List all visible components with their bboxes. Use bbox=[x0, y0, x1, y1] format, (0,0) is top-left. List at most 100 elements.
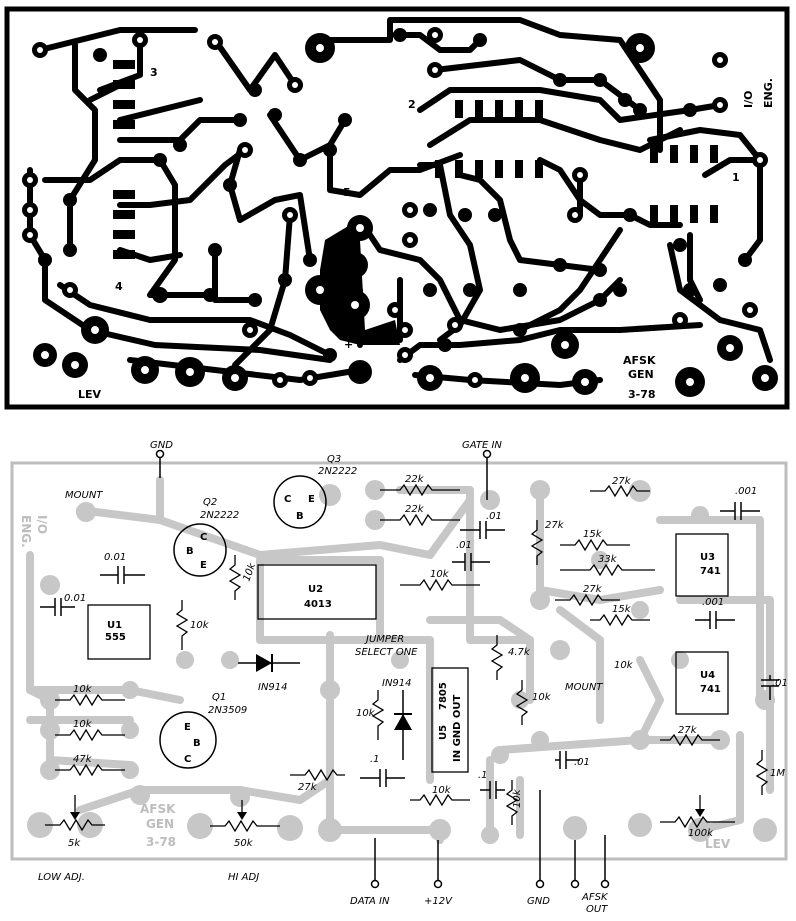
u3-part: 741 bbox=[700, 566, 721, 577]
u2-part: 4013 bbox=[304, 599, 332, 610]
resistor-label-20: 27k bbox=[678, 725, 698, 736]
pot-50k-label: 50k bbox=[234, 838, 254, 849]
resistor-label-2: 22k bbox=[405, 504, 425, 515]
cap-label-1: 0.01 bbox=[104, 552, 126, 563]
ghost-lev-text: LEV bbox=[705, 837, 731, 851]
q2-part: 2N2222 bbox=[200, 510, 239, 521]
ic-u3: U3 741 bbox=[675, 533, 729, 597]
foil-pin-label-3: 3 bbox=[150, 66, 158, 79]
u5-part: 7805 bbox=[438, 682, 449, 710]
transistor-q2: Q2 2N2222 C B E bbox=[173, 497, 239, 577]
pot-5k-label: 5k bbox=[68, 838, 81, 849]
foil-io-label: I/O bbox=[742, 91, 755, 108]
q3-part: 2N2222 bbox=[318, 466, 357, 477]
pot-100k: 100k bbox=[660, 795, 735, 839]
resistor-label-22: 10k bbox=[432, 785, 452, 796]
afsk-out-label-line1: AFSK bbox=[581, 892, 609, 903]
diode-1-label: IN914 bbox=[258, 682, 288, 693]
ghost-eng-text: ENG. bbox=[19, 515, 33, 548]
resistor-label-12: 10k bbox=[190, 620, 210, 631]
diode-2: IN914 bbox=[382, 678, 412, 760]
capacitor-symbols bbox=[40, 502, 779, 799]
resistor-label-4: 27k bbox=[545, 520, 565, 531]
resistor-label-19: 10k bbox=[614, 660, 634, 671]
foil-ground-fill bbox=[320, 225, 400, 345]
resistor-label-6: 33k bbox=[598, 554, 618, 565]
q2-pin-e: E bbox=[200, 560, 207, 571]
u4-part: 741 bbox=[700, 684, 721, 695]
cap-label-9: .1 bbox=[478, 770, 488, 781]
cap-label-10: .01 bbox=[574, 757, 590, 768]
gnd-top-terminal-label: GND bbox=[150, 440, 173, 451]
resistor-label-23: 10k bbox=[512, 788, 523, 808]
resistor-label-8: 15k bbox=[612, 604, 632, 615]
foil-pattern-board: 3 2 5 1 4 + LEV AFSK GEN 3-78 I/O ENG. bbox=[4, 6, 790, 410]
cap-label-2: 0.01 bbox=[64, 593, 86, 604]
resistor-label-10: 10k bbox=[73, 684, 93, 695]
u1-part: 555 bbox=[105, 632, 126, 643]
ghost-afsk-text: AFSK bbox=[140, 802, 176, 816]
afsk-out-label-line2: OUT bbox=[586, 904, 608, 915]
foil-plus-label: + bbox=[344, 338, 353, 351]
q1-pin-e: E bbox=[184, 722, 191, 733]
data-in-terminal-label: DATA IN bbox=[350, 896, 390, 907]
q3-pin-b: B bbox=[296, 511, 304, 522]
transistor-q3: Q3 2N2222 C E B bbox=[273, 454, 357, 529]
foil-pin-label-5: 5 bbox=[343, 186, 351, 199]
pot-50k: 50k bbox=[210, 800, 280, 849]
resistor-label-14: 10k bbox=[356, 708, 376, 719]
foil-gen-label: GEN bbox=[628, 368, 654, 381]
resistor-label-21: 1M bbox=[770, 768, 785, 779]
ghost-date-text: 3-78 bbox=[146, 835, 176, 849]
q1-name: Q1 bbox=[212, 692, 226, 703]
low-adj-label: LOW ADJ. bbox=[38, 872, 85, 883]
resistor-label-15: 10k bbox=[532, 692, 552, 703]
q1-pin-b: B bbox=[193, 738, 201, 749]
resistor-label-5: 15k bbox=[583, 529, 603, 540]
q2-pin-c: C bbox=[200, 532, 207, 543]
q3-pin-c: C bbox=[284, 494, 291, 505]
cap-label-8: .1 bbox=[370, 754, 380, 765]
cap-label-5: .001 bbox=[735, 486, 757, 497]
foil-afsk-label: AFSK bbox=[623, 354, 656, 367]
jumper-label-line1: JUMPER bbox=[364, 634, 404, 645]
gnd-bottom-terminal-label: GND bbox=[527, 896, 550, 907]
ic-u4: U4 741 bbox=[675, 651, 729, 715]
resistor-label-3: 27k bbox=[612, 476, 632, 487]
resistor-label-18: 4.7k bbox=[508, 647, 531, 658]
foil-pin-label-2: 2 bbox=[408, 98, 416, 111]
foil-lev-label: LEV bbox=[78, 388, 102, 401]
resistor-symbols bbox=[55, 483, 769, 825]
ic-u1: U1 555 bbox=[87, 604, 151, 660]
foil-date-label: 3-78 bbox=[628, 388, 656, 401]
hi-adj-label: HI ADJ bbox=[228, 872, 259, 883]
resistor-label-7: 27k bbox=[583, 584, 603, 595]
ghost-io-text: I/O bbox=[35, 515, 49, 534]
q2-name: Q2 bbox=[203, 497, 217, 508]
resistor-label-1: 22k bbox=[405, 474, 425, 485]
resistor-label-9: 10k bbox=[430, 569, 450, 580]
u4-name: U4 bbox=[700, 670, 715, 681]
q1-part: 2N3509 bbox=[208, 705, 247, 716]
foil-eng-label: ENG. bbox=[762, 78, 775, 108]
jumper-label-line2: SELECT ONE bbox=[355, 647, 418, 658]
u1-name: U1 bbox=[107, 620, 122, 631]
parts-placement-board: AFSK GEN 3-78 LEV ENG. I/O GND GATE IN D… bbox=[10, 440, 788, 915]
ic-u2: U2 4013 bbox=[257, 564, 377, 620]
terminal-markers bbox=[155, 449, 610, 889]
q3-pin-e: E bbox=[308, 494, 315, 505]
resistor-label-17: 27k bbox=[298, 782, 318, 793]
plus12v-terminal-label: +12V bbox=[424, 896, 453, 907]
transistor-q1: Q1 2N3509 E B C bbox=[159, 692, 247, 769]
u3-name: U3 bbox=[700, 552, 715, 563]
foil-ic-pads bbox=[113, 60, 718, 259]
pot-100k-label: 100k bbox=[688, 828, 714, 839]
cap-label-6: .001 bbox=[702, 597, 724, 608]
diode-1: IN914 bbox=[238, 654, 300, 693]
u2-name: U2 bbox=[308, 584, 323, 595]
foil-pin-label-4: 4 bbox=[115, 280, 123, 293]
foil-drill-holes bbox=[27, 32, 769, 386]
cap-label-3: .01 bbox=[486, 511, 502, 522]
foil-pin-label-1: 1 bbox=[732, 171, 740, 184]
